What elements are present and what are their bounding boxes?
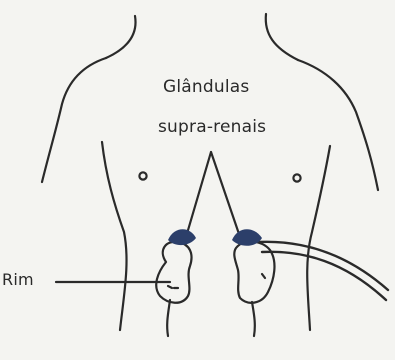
right-ureter [252, 302, 255, 336]
adrenal-glands-label-line2: supra-renais [158, 117, 266, 137]
left-kidney [156, 242, 191, 303]
right-kidney-hilum [262, 274, 265, 278]
left-torso-side [102, 142, 127, 330]
right-nipple [293, 174, 300, 181]
left-kidney-hilum [168, 286, 178, 288]
curved-tube-outer [258, 242, 388, 290]
curved-tube-inner [262, 252, 386, 300]
left-nipple [139, 172, 146, 179]
neck-right-line [266, 14, 298, 60]
left-shoulder-line [42, 58, 106, 182]
pointer-line-left [186, 152, 211, 237]
kidney-label: Rim [2, 270, 34, 289]
left-adrenal-gland [168, 229, 196, 245]
neck-left-line [106, 16, 136, 58]
right-shoulder-line [298, 60, 378, 190]
right-torso-side [307, 146, 330, 330]
adrenal-glands-label-line1: Glândulas [163, 77, 249, 97]
pointer-line-right [211, 152, 239, 234]
left-ureter [167, 300, 170, 336]
